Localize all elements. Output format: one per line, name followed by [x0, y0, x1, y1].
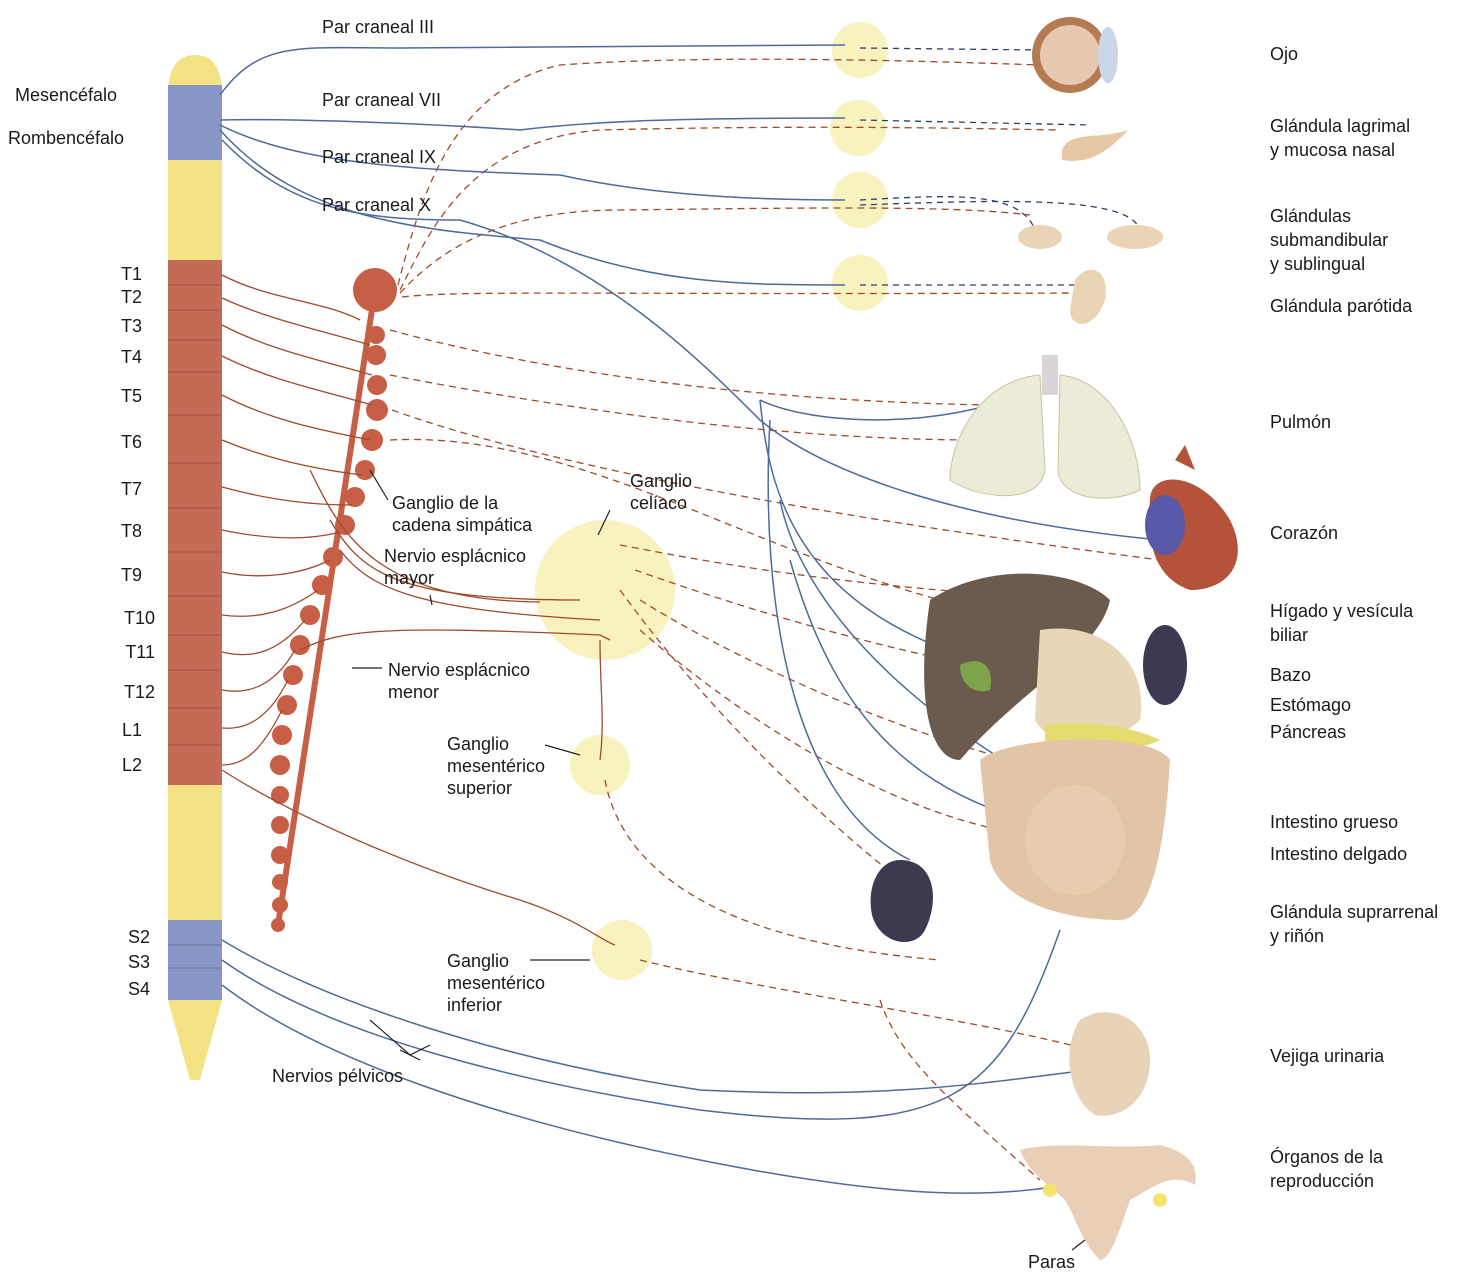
- sacral-cord: [168, 920, 222, 1000]
- label-organ-liver: Hígado y vesícula biliar: [1270, 599, 1413, 647]
- spinal-cord: [168, 55, 222, 1080]
- ciliary-ganglion: [832, 22, 888, 78]
- segment-t7: T7: [102, 479, 142, 499]
- label-sympathetic-chain-ganglion: Ganglio de la cadena simpática: [392, 492, 532, 536]
- label-superior-mesenteric-ganglion: Ganglio mesentérico superior: [447, 733, 545, 799]
- segment-l2: L2: [102, 755, 142, 775]
- lungs: [950, 355, 1140, 498]
- label-organ-stomach: Estómago: [1270, 693, 1351, 717]
- segment-t1: T1: [102, 264, 142, 284]
- sublingual-gland: [1107, 225, 1163, 249]
- label-cranial-vii: Par craneal VII: [322, 89, 441, 111]
- sympathetic-chain: [270, 268, 397, 932]
- label-organ-bladder: Vejiga urinaria: [1270, 1044, 1384, 1068]
- lacrimal-gland: [1062, 130, 1128, 161]
- segment-t9: T9: [102, 565, 142, 585]
- ovary-left: [1043, 1183, 1057, 1197]
- label-cranial-ix: Par craneal IX: [322, 146, 436, 168]
- segment-s3: S3: [110, 952, 150, 972]
- small-intestine: [1025, 785, 1125, 895]
- label-paras: Paras: [1028, 1251, 1075, 1273]
- label-rombencefalo: Rombencéfalo: [8, 127, 124, 149]
- segment-t10: T10: [115, 608, 155, 628]
- segment-t4: T4: [102, 347, 142, 367]
- lumbar-cord: [168, 785, 222, 920]
- brainstem: [168, 85, 222, 160]
- label-organ-submandibular: Glándulas submandibular y sublingual: [1270, 204, 1388, 276]
- label-cranial-iii: Par craneal III: [322, 16, 434, 38]
- ovary-right: [1153, 1193, 1167, 1207]
- label-organ-spleen: Bazo: [1270, 663, 1311, 687]
- label-organ-eye: Ojo: [1270, 42, 1298, 66]
- label-organ-lung: Pulmón: [1270, 410, 1331, 434]
- submandibular-gland: [1018, 225, 1062, 249]
- label-organ-large-intestine: Intestino grueso: [1270, 810, 1398, 834]
- label-mesencefalo: Mesencéfalo: [15, 84, 117, 106]
- label-organ-parotid: Glándula parótida: [1270, 294, 1412, 318]
- cauda-tip: [168, 1000, 222, 1080]
- label-greater-splanchnic-nerve: Nervio esplácnico mayor: [384, 545, 526, 589]
- inferior-mesenteric-ganglion: [592, 920, 652, 980]
- label-organ-small-intestine: Intestino delgado: [1270, 842, 1407, 866]
- segment-t5: T5: [102, 386, 142, 406]
- pterygopalatine-ganglion: [830, 100, 886, 156]
- otic-ganglion: [832, 255, 888, 311]
- segment-l1: L1: [102, 720, 142, 740]
- label-organ-pancreas: Páncreas: [1270, 720, 1346, 744]
- segment-t8: T8: [102, 521, 142, 541]
- label-organ-lacrimal: Glándula lagrimal y mucosa nasal: [1270, 114, 1410, 162]
- cervical-cord: [168, 160, 222, 260]
- label-cranial-x: Par craneal X: [322, 194, 431, 216]
- superior-cervical-ganglion: [353, 268, 397, 312]
- segment-s2: S2: [110, 927, 150, 947]
- segment-t11: T11: [115, 642, 155, 662]
- label-organ-adrenal-kidney: Glándula suprarrenal y riñón: [1270, 900, 1438, 948]
- spleen: [1143, 625, 1187, 705]
- segment-t6: T6: [102, 432, 142, 452]
- bladder: [1069, 1012, 1150, 1116]
- kidney: [871, 860, 933, 942]
- label-organ-heart: Corazón: [1270, 521, 1338, 545]
- celiac-ganglion: [535, 520, 675, 660]
- parasympathetic-postganglionic: [860, 48, 1140, 285]
- label-pelvic-nerves: Nervios pélvicos: [272, 1065, 403, 1087]
- parotid-gland: [1070, 270, 1106, 324]
- thoracolumbar-cord: [168, 260, 222, 785]
- label-lesser-splanchnic-nerve: Nervio esplácnico menor: [388, 659, 530, 703]
- segment-t12: T12: [115, 682, 155, 702]
- eye-organ: [1032, 17, 1118, 93]
- heart: [1145, 445, 1238, 590]
- segment-s4: S4: [110, 979, 150, 999]
- label-inferior-mesenteric-ganglion: Ganglio mesentérico inferior: [447, 950, 545, 1016]
- uterus: [1020, 1145, 1196, 1260]
- ganglion-glows: [535, 22, 888, 980]
- segment-t3: T3: [102, 316, 142, 336]
- segment-t2: T2: [102, 287, 142, 307]
- superior-mesenteric-ganglion: [570, 735, 630, 795]
- label-celiac-ganglion: Ganglio celíaco: [630, 470, 692, 514]
- label-organ-reproductive: Órganos de la reproducción: [1270, 1145, 1383, 1193]
